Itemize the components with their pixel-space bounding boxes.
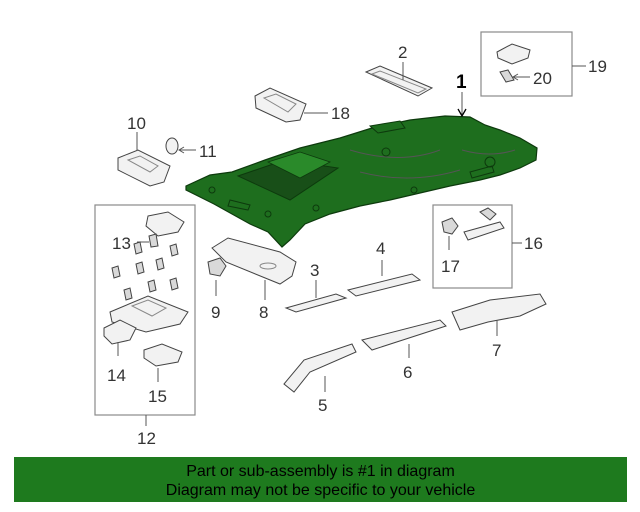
part-10-lamp-assembly[interactable] [117,149,171,187]
part-9-holder[interactable] [207,257,227,277]
label-14: 14 [107,366,126,385]
label-7: 7 [492,341,501,360]
part-18-lamp[interactable] [254,87,307,123]
label-11: 11 [199,142,217,161]
part-2-pad[interactable] [364,65,434,97]
part-19-cover[interactable] [496,43,531,65]
label-5: 5 [318,396,327,415]
label-12: 12 [137,429,156,448]
notice-line-1: Part or sub-assembly is #1 in diagram [186,463,455,480]
label-16: 16 [524,234,543,253]
part-16-grip-handle[interactable] [463,207,505,241]
part-12-console[interactable] [109,295,189,333]
part-6-pillar-trim[interactable] [361,319,447,351]
part-4-trim[interactable] [346,273,422,297]
part-7-pillar-trim[interactable] [451,293,547,331]
label-8: 8 [259,303,268,322]
headliner-part-1[interactable] [185,115,538,248]
notice-banner: Part or sub-assembly is #1 in diagram Di… [14,457,627,502]
label-15: 15 [148,387,167,406]
label-2: 2 [398,43,407,62]
part-13-clip[interactable] [145,211,185,237]
part-8-sun-visor[interactable] [211,237,297,285]
part-14-cover[interactable] [103,319,137,345]
group-box-16 [432,204,513,289]
label-3: 3 [310,261,319,280]
part-20-clip[interactable] [499,69,515,83]
part-3-trim[interactable] [284,293,348,313]
label-18: 18 [331,104,350,123]
parts-diagram: 1 2 18 19 20 10 11 12 13 [94,31,607,448]
group-box-12 [94,204,196,416]
label-13: 13 [112,234,131,253]
part-15-cover[interactable] [143,343,183,367]
label-4: 4 [376,239,385,258]
notice-line-2: Diagram may not be specific to your vehi… [165,482,476,499]
label-20: 20 [533,69,552,88]
part-12-fasteners[interactable] [111,241,179,301]
part-11-bulb[interactable] [165,137,179,155]
label-1: 1 [456,72,467,93]
label-17: 17 [441,257,460,276]
part-5-pillar-trim[interactable] [283,343,357,393]
part-13-fastener[interactable] [148,233,159,248]
label-19: 19 [588,57,607,76]
part-17-cover[interactable] [441,217,459,235]
label-10: 10 [127,114,146,133]
label-9: 9 [211,303,220,322]
group-box-19 [480,31,573,97]
label-6: 6 [403,363,412,382]
